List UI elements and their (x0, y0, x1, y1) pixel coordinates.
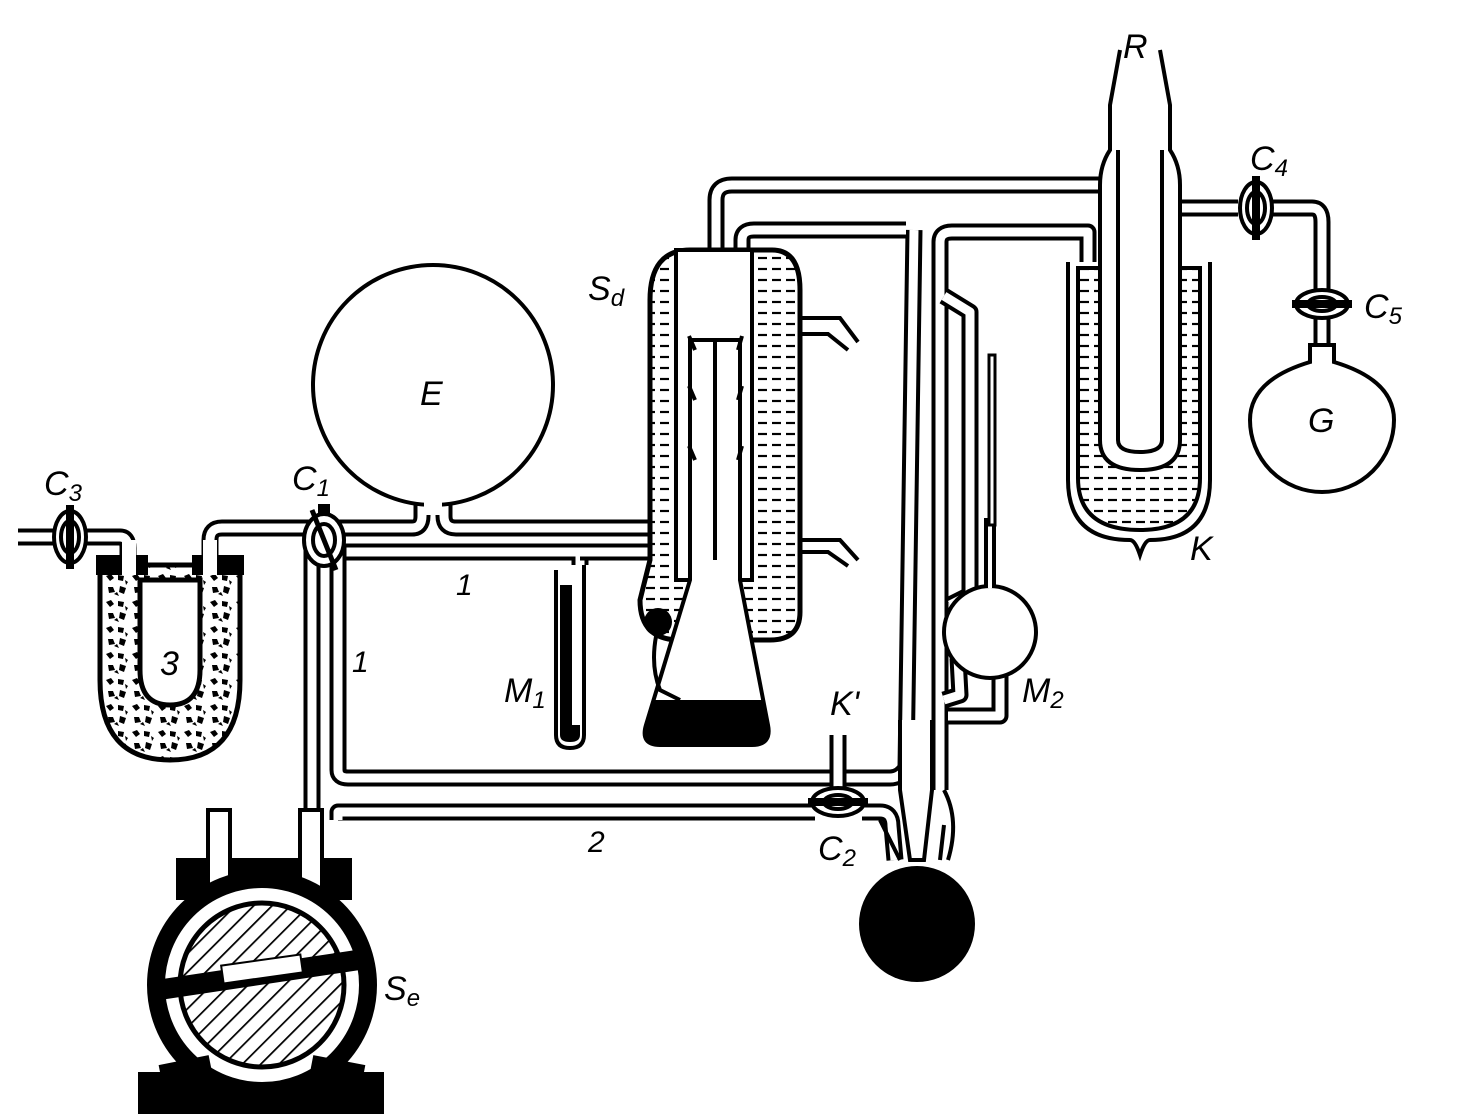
label-Kprime: K' (830, 685, 861, 723)
label-3: 3 (160, 645, 179, 683)
label-M2: M2 (1022, 672, 1064, 714)
stopcock-C4[interactable] (1238, 176, 1274, 240)
stopcock-C3[interactable] (52, 505, 88, 569)
label-C1: C1 (292, 460, 330, 502)
label-line-1-vertical: 1 (352, 646, 369, 679)
stopcock-C2[interactable] (808, 786, 868, 818)
label-G: G (1308, 402, 1334, 440)
condenser-Sd (637, 247, 860, 643)
vacuum-pump-Se (138, 808, 384, 1114)
label-C2: C2 (818, 830, 856, 872)
boiling-flask (859, 720, 975, 982)
label-line-2: 2 (587, 826, 605, 859)
manometer-M2 (942, 353, 1038, 680)
label-K: K (1190, 530, 1214, 568)
reflux-tube-R (1098, 49, 1182, 473)
manometer-M1 (554, 565, 586, 751)
label-Se: Se (384, 970, 420, 1012)
label-C5: C5 (1364, 288, 1403, 330)
label-R: R (1123, 28, 1148, 66)
drying-u-tube (96, 540, 244, 763)
label-M1: M1 (504, 672, 546, 714)
label-line-1-horizontal: 1 (456, 569, 473, 602)
gas-flask-G (1247, 343, 1397, 494)
expansion-vessel-E (311, 263, 555, 515)
stopcock-C5[interactable] (1292, 288, 1352, 320)
distillation-flask (642, 335, 771, 747)
label-Sd: Sd (588, 270, 625, 312)
label-E: E (420, 375, 443, 413)
label-C4: C4 (1250, 140, 1288, 182)
stopcock-C1[interactable] (302, 504, 346, 571)
label-C3: C3 (44, 465, 83, 507)
diagram-labels: R C4 C5 C3 C1 C2 Sd Se E G K K' M1 M2 3 … (44, 28, 1403, 1012)
